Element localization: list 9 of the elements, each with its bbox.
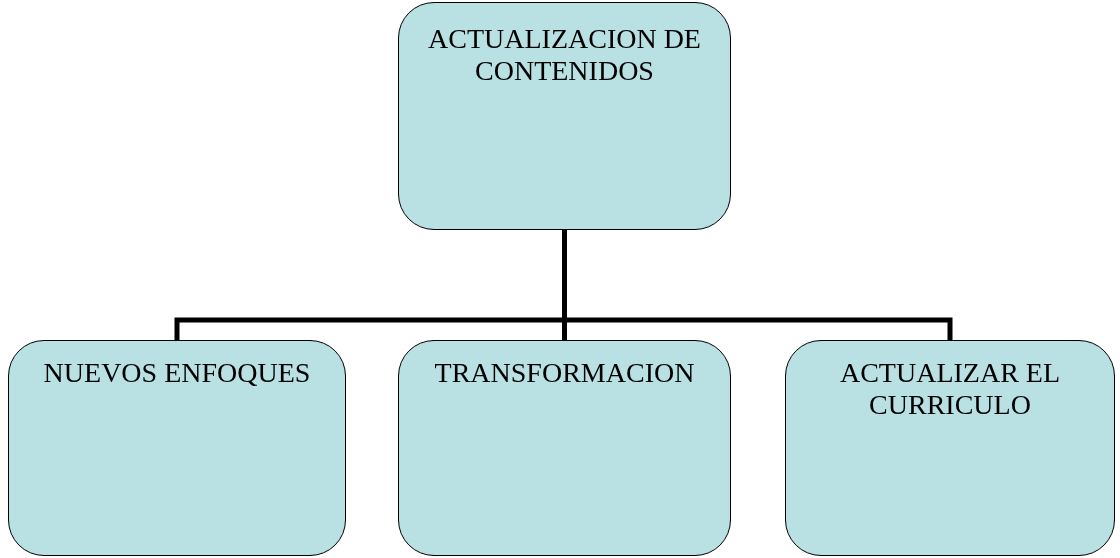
box-label: NUEVOS ENFOQUES	[42, 357, 312, 390]
rounded-box	[398, 2, 731, 230]
box-label: TRANSFORMACION	[433, 357, 696, 390]
rounded-box	[398, 340, 731, 556]
rounded-box	[785, 340, 1115, 556]
box-label: ACTUALIZAR EL CURRICULO	[838, 357, 1062, 422]
rounded-box	[8, 340, 346, 556]
connector-line	[562, 230, 953, 340]
box-label: ACTUALIZACION DE CONTENIDOS	[427, 23, 702, 88]
